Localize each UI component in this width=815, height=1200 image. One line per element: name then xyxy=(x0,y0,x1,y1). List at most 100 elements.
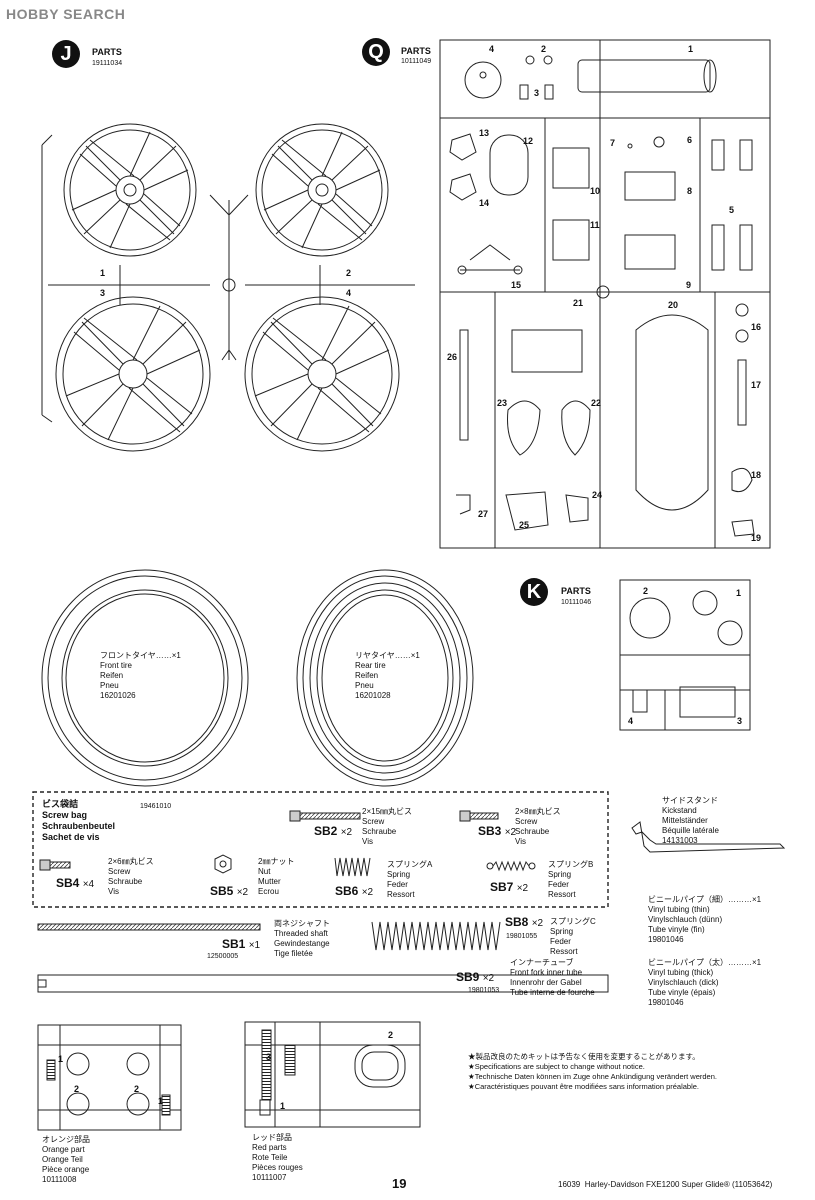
sprue-q-code: 10111049 xyxy=(401,58,432,65)
sprue-j-num-4: 4 xyxy=(346,288,352,298)
sb1-name: SB1 xyxy=(222,937,246,951)
front-wheel-upper-2 xyxy=(255,123,389,257)
spring-sb6 xyxy=(334,857,371,877)
sb5-qty: ×2 xyxy=(236,887,249,898)
sprue-q-num-13: 13 xyxy=(479,128,490,138)
sprue-j-parts-label: PARTS xyxy=(92,47,122,57)
sb9-desc: インナーチューブ Front fork inner tube Innenrohr… xyxy=(510,958,595,997)
sprue-q-num-15: 15 xyxy=(511,280,522,290)
screw-bag-code: 19461010 xyxy=(140,803,172,810)
sprue-q-frame xyxy=(439,39,771,549)
sb3-desc: 2×8㎜丸ビス Screw Schraube Vis xyxy=(515,807,561,846)
front-tire-label: フロントタイヤ……×1 Front tire Reifen Pneu 16201… xyxy=(100,651,181,700)
sb6-desc: スプリングA Spring Feder Ressort xyxy=(387,860,433,899)
sprue-q-badge: Q xyxy=(362,38,390,66)
rear-tire-art xyxy=(296,569,474,787)
sb7-name: SB7 xyxy=(490,880,514,894)
spring-sb7 xyxy=(486,860,536,872)
sprue-j-num-2: 2 xyxy=(346,268,352,278)
sprue-k-num-4: 4 xyxy=(628,716,634,726)
sb6-label: SB6 ×2 xyxy=(335,884,373,898)
sprue-q-num-5: 5 xyxy=(729,205,735,215)
threaded-shaft-sb1 xyxy=(37,923,261,931)
sprue-k-badge: K xyxy=(520,578,548,606)
page-number: 19 xyxy=(392,1176,407,1191)
orange-num-2a: 2 xyxy=(74,1084,80,1094)
sprue-q-num-9: 9 xyxy=(686,280,692,290)
orange-num-1a: 1 xyxy=(58,1054,64,1064)
sb8-desc: スプリングC Spring Feder Ressort xyxy=(550,917,596,956)
sprue-q-num-2: 2 xyxy=(541,44,547,54)
sb2-qty: ×2 xyxy=(340,827,353,838)
sb4-name: SB4 xyxy=(56,876,80,890)
sprue-j-code: 19111034 xyxy=(92,60,123,67)
sprue-q-num-25: 25 xyxy=(519,520,530,530)
sb5-desc: 2㎜ナット Nut Mutter Ecrou xyxy=(258,857,295,896)
sb4-qty: ×4 xyxy=(82,879,95,890)
sb9-name: SB9 xyxy=(456,970,480,984)
screw-sb4 xyxy=(39,859,71,871)
rear-tire-label: リヤタイヤ……×1 Rear tire Reifen Pneu 16201028 xyxy=(355,651,420,700)
sprue-q-num-7: 7 xyxy=(610,138,616,148)
sb8-code: 19801055 xyxy=(506,933,538,940)
red-num-1: 1 xyxy=(280,1101,286,1111)
sprue-q-num-22: 22 xyxy=(591,398,602,408)
sprue-q-num-18: 18 xyxy=(751,470,762,480)
watermark: HOBBY SEARCH xyxy=(6,6,126,22)
sb9-qty: ×2 xyxy=(482,973,495,984)
sprue-j-frame xyxy=(41,134,415,423)
screw-sb3 xyxy=(459,810,499,822)
sprue-k-frame xyxy=(619,579,751,731)
front-tire-art xyxy=(41,569,249,787)
sb6-name: SB6 xyxy=(335,884,359,898)
red-num-3: 3 xyxy=(266,1052,272,1062)
sb9-label: SB9 ×2 xyxy=(456,970,494,984)
screw-bag-title: ビス袋詰 Screw bag Schraubenbeutel Sachet de… xyxy=(42,799,116,842)
sprue-q-num-23: 23 xyxy=(497,398,508,408)
sb4-desc: 2×6㎜丸ビス Screw Schraube Vis xyxy=(108,857,154,896)
sprue-q-num-20: 20 xyxy=(668,300,679,310)
vinyl-thin-label: ビニールパイプ（細）………×1 Vinyl tubing (thin) Viny… xyxy=(648,895,762,944)
sprue-q-num-6: 6 xyxy=(687,135,693,145)
inner-tube-sb9 xyxy=(37,974,609,993)
sb2-label: SB2 ×2 xyxy=(314,824,352,838)
sprue-q-num-27: 27 xyxy=(478,509,489,519)
sb8-label: SB8 ×2 xyxy=(505,915,543,929)
sb3-label: SB3 ×2 xyxy=(478,824,516,838)
sb3-name: SB3 xyxy=(478,824,502,838)
sb5-name: SB5 xyxy=(210,884,234,898)
sprue-k-num-2: 2 xyxy=(643,586,649,596)
sprue-q-parts xyxy=(449,55,755,537)
sprue-k-parts-label: PARTS xyxy=(561,586,591,596)
orange-num-2b: 2 xyxy=(134,1084,140,1094)
sprue-k-num-3: 3 xyxy=(737,716,743,726)
sprue-q-num-8: 8 xyxy=(687,186,693,196)
sb6-qty: ×2 xyxy=(361,887,374,898)
screw-bag-outline xyxy=(32,791,609,908)
sprue-k-num-1: 1 xyxy=(736,588,742,598)
orange-sprue xyxy=(37,1024,182,1131)
sprue-q-num-10: 10 xyxy=(590,186,601,196)
sb1-label: SB1 ×1 xyxy=(222,937,260,951)
sb1-desc: 両ネジシャフト Threaded shaft Gewindestange Tig… xyxy=(274,919,330,958)
sb2-name: SB2 xyxy=(314,824,338,838)
sb7-desc: スプリングB Spring Feder Ressort xyxy=(548,860,594,899)
sprue-k-code: 10111046 xyxy=(561,599,592,606)
sprue-j-num-3: 3 xyxy=(100,288,106,298)
orange-num-1b: 1 xyxy=(158,1096,164,1106)
rear-wheel-lower-2 xyxy=(244,296,400,452)
sprue-q-num-1: 1 xyxy=(688,44,694,54)
sb3-qty: ×2 xyxy=(504,827,517,838)
sb8-qty: ×2 xyxy=(531,918,544,929)
sprue-q-num-4: 4 xyxy=(489,44,495,54)
red-num-2: 2 xyxy=(388,1030,394,1040)
kickstand-art xyxy=(631,821,786,853)
orange-label: オレンジ部品 Orange part Orange Teil Pièce ora… xyxy=(42,1135,90,1184)
kickstand-label: サイドスタンド Kickstand Mittelständer Béquille… xyxy=(662,796,719,845)
footer-title: 16039 Harley-Davidson FXE1200 Super Glid… xyxy=(558,1180,773,1189)
sb1-qty: ×1 xyxy=(248,940,261,951)
sprue-q-num-19: 19 xyxy=(751,533,762,543)
screw-sb2 xyxy=(289,810,361,822)
front-wheel-upper xyxy=(63,123,197,257)
